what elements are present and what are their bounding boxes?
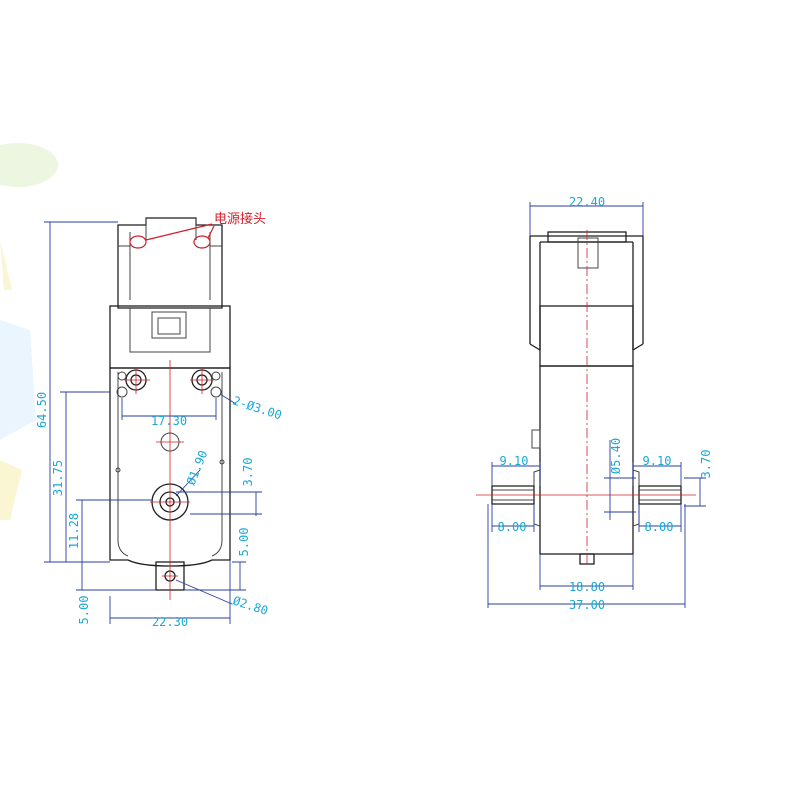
dim-shaft-diameter: Ø5.40 — [609, 438, 623, 474]
dim-top-width: 22.40 — [569, 195, 605, 209]
dim-hole-spacing: 17.30 — [151, 414, 187, 428]
dim-height-31: 31.75 — [51, 460, 65, 496]
side-dimensions — [487, 202, 706, 608]
dim-hub-left: 8.00 — [498, 520, 527, 534]
dim-shaft-flat: 3.70 — [699, 450, 713, 479]
dim-height-total: 64.50 — [35, 392, 49, 428]
dim-width-bottom: 22.30 — [152, 615, 188, 629]
dim-height-11: 11.28 — [67, 513, 81, 549]
front-view — [109, 217, 231, 600]
dim-total-width: 37.00 — [569, 598, 605, 612]
dim-offset-5-00: 5.00 — [237, 528, 251, 557]
dim-holes-2x: 2-Ø3.00 — [231, 394, 283, 423]
dim-height-5-left: 5.00 — [77, 596, 91, 625]
dim-shaft-left-len: 9.10 — [500, 454, 529, 468]
dim-hub-right: 8.00 — [645, 520, 674, 534]
dim-shaft-hole: Ø1.90 — [184, 448, 211, 487]
dim-offset-3-70: 3.70 — [241, 458, 255, 487]
power-connector-label: 电源接头 — [214, 211, 266, 227]
dim-body-width: 18.80 — [569, 580, 605, 594]
background-decoration — [0, 143, 58, 520]
connector-housing — [117, 217, 223, 309]
front-dimensions — [44, 221, 262, 624]
side-view — [476, 230, 696, 566]
dim-bottom-hole: Ø2.80 — [231, 594, 270, 618]
dim-shaft-right-len: 9.10 — [643, 454, 672, 468]
side-connector-clip — [529, 235, 644, 344]
